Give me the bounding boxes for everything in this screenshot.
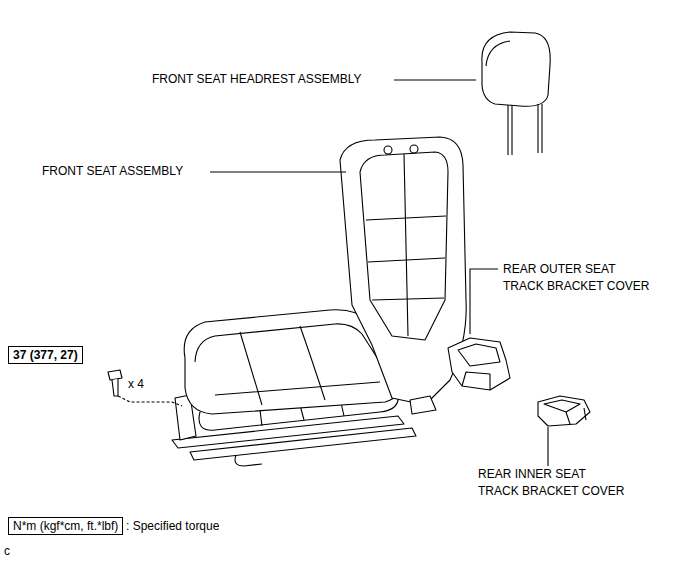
- bolt-drawing: [108, 370, 182, 406]
- part-name: REAR OUTER SEAT TRACK BRACKET COVER: [503, 261, 653, 295]
- legend-box: N*m (kgf*cm, ft.*lbf): [8, 517, 123, 535]
- quantity: x 4: [128, 376, 144, 393]
- seat-drawing: [172, 137, 466, 466]
- leader-lines: [210, 80, 548, 466]
- torque-box: 37 (377, 27): [8, 346, 83, 364]
- part-name: FRONT SEAT HEADREST ASSEMBLY: [152, 71, 362, 88]
- part-name: FRONT SEAT ASSEMBLY: [42, 163, 183, 180]
- torque-unit: N*m (kgf*cm, ft.*lbf): [13, 519, 118, 533]
- legend-text: : Specified torque: [126, 518, 219, 535]
- part-name: REAR INNER SEAT TRACK BRACKET COVER: [478, 466, 628, 500]
- outer-cover-drawing: [448, 338, 510, 390]
- figure-mark: c: [4, 543, 10, 560]
- torque-value: 37 (377, 27): [13, 348, 78, 362]
- headrest-drawing: [482, 32, 550, 155]
- inner-cover-drawing: [538, 396, 590, 426]
